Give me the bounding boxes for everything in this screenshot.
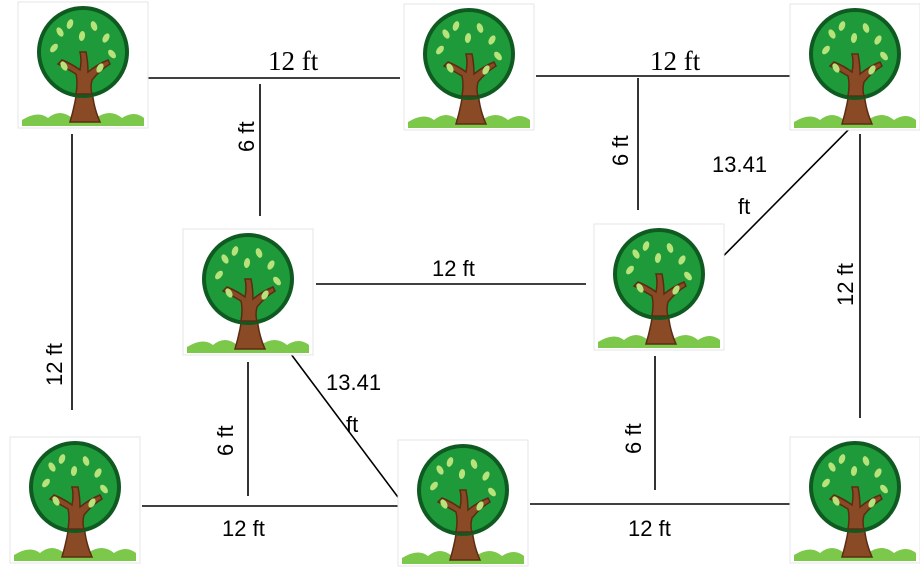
- tree-icon: [16, 0, 150, 130]
- label-diagonal-upper-unit: ft: [738, 194, 750, 219]
- label-diagonal-upper-number: 13.41: [712, 152, 767, 177]
- connector-lines: [71, 75, 867, 541]
- tree-icon: [402, 2, 536, 132]
- label-lower-left-short: 6 ft: [213, 425, 238, 456]
- label-lower-right-short: 6 ft: [621, 423, 646, 454]
- label-diagonal-lower-unit: ft: [346, 412, 358, 437]
- label-middle: 12 ft: [432, 256, 475, 281]
- label-bottom-left: 12 ft: [222, 516, 265, 541]
- label-upper-right-short: 6 ft: [608, 135, 633, 166]
- tree-icon: [396, 438, 530, 567]
- label-top-left: 12 ft: [268, 46, 319, 76]
- distance-labels: 12 ft 12 ft 12 ft 12 ft 12 ft 6 ft 6 ft …: [42, 46, 858, 541]
- label-upper-left-short: 6 ft: [234, 121, 259, 152]
- tree-icon: [181, 227, 315, 357]
- tree-icon: [8, 435, 142, 565]
- label-left: 12 ft: [42, 343, 67, 386]
- label-top-right: 12 ft: [650, 46, 701, 76]
- tree-icon: [788, 435, 920, 565]
- tree-icon: [592, 222, 726, 352]
- label-diagonal-lower-number: 13.41: [326, 370, 381, 395]
- tree-icon: [788, 2, 920, 132]
- label-bottom-right: 12 ft: [628, 516, 671, 541]
- label-right: 12 ft: [833, 263, 858, 306]
